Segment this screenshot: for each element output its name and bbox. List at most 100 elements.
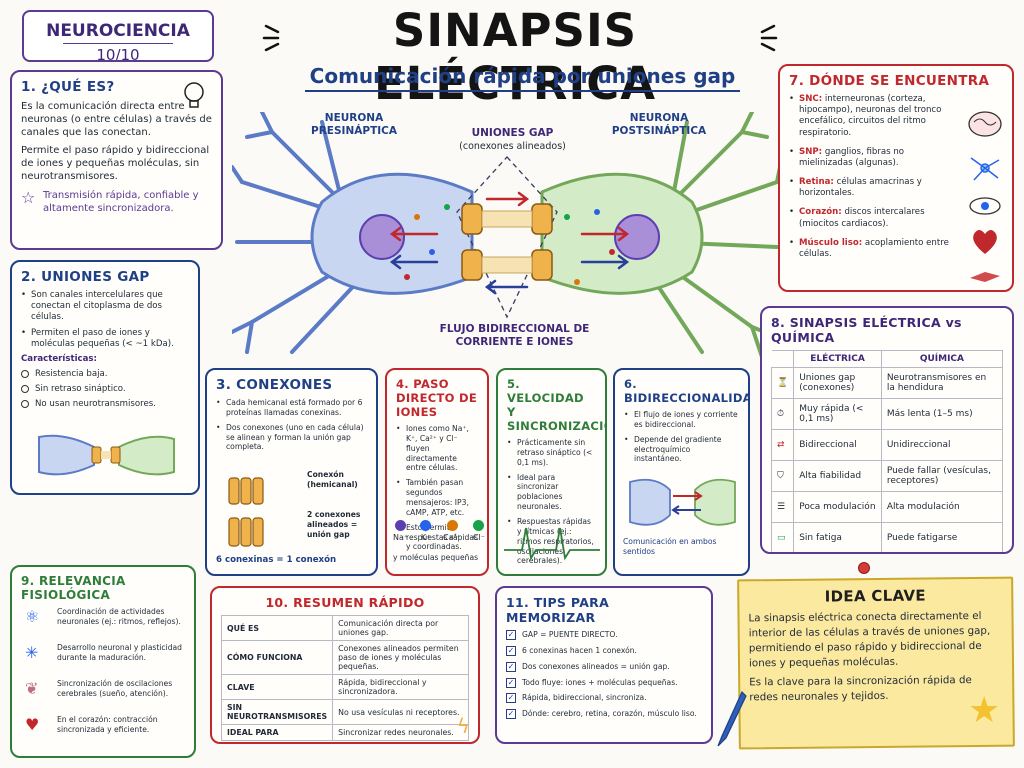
- location-key: SNC:: [799, 94, 823, 104]
- location-value: acoplamiento entre células.: [799, 237, 949, 259]
- hourglass-icon: ⏳: [770, 367, 795, 399]
- tip-item: ✓Dónde: cerebro, retina, corazón, múscul…: [506, 709, 702, 720]
- checkbox-icon: ✓: [506, 677, 516, 688]
- tip-item: ✓ Dos conexones alineados = unión gap.: [506, 661, 702, 672]
- table-row: ⏱Muy rápida (< 0,1 ms)Más lenta (1–5 ms): [770, 398, 1004, 430]
- brain-icon: [968, 111, 1002, 137]
- location-item: SNP: ganglios, fibras no mielinizadas (a…: [789, 147, 1003, 169]
- star-icon: ☆: [21, 188, 36, 208]
- key-idea-title: IDEA CLAVE: [824, 586, 926, 606]
- ion-footnote: y moléculas pequeñas: [393, 553, 479, 563]
- section-text: Ideal para sincronizar poblaciones neuro…: [507, 473, 596, 512]
- connexon-label: Conexón (hemicanal): [307, 470, 358, 489]
- feature-item: No usan neurotransmisores.: [21, 399, 189, 410]
- section-text: También pasan segundos mensajeros: IP3, …: [396, 478, 478, 517]
- tip-item: ✓6 conexinas hacen 1 conexón.: [506, 645, 702, 656]
- location-key: Corazón:: [799, 207, 842, 218]
- gap-junction-channels: [461, 203, 553, 281]
- section-text: Respuestas rápidas y rítmicas (ej.: ritm…: [507, 517, 596, 566]
- checkbox-icon: ✓: [506, 661, 516, 672]
- course-name: NEUROCIENCIA: [46, 21, 190, 41]
- checkbox-icon: ✓: [506, 693, 516, 704]
- location-key: Retina:: [799, 177, 834, 188]
- page-subtitle: Comunicación rápida por uniones gap: [305, 64, 740, 92]
- section-text: Es la comunicación directa entre neurona…: [21, 101, 212, 139]
- table-header: ELÉCTRICA QUÍMICA: [771, 350, 1004, 368]
- gap-junction-sublabel: (conexones alineados): [459, 141, 566, 152]
- summary-key: CÓMO FUNCIONA: [220, 640, 334, 675]
- key-idea-text: La sinapsis eléctrica conecta directamen…: [748, 609, 991, 670]
- key-idea-text: Es la clave para la sincronización rápid…: [749, 673, 972, 703]
- page-number: 10/10: [63, 43, 173, 60]
- chemical-cell: Más lenta (1–5 ms): [880, 398, 1004, 430]
- relevance-item: ♥En el corazón: contracción sincronizada…: [21, 715, 185, 745]
- neuron-icon: [970, 157, 1000, 181]
- ion-label: K⁺: [420, 533, 431, 542]
- section-text: Dos conexones (uno en cada célula) se al…: [216, 423, 367, 453]
- section-title: 5. VELOCIDAD Y SINCRONIZACIÓN: [507, 377, 605, 433]
- section-what-is: 1. ¿QUÉ ES? Es la comunicación directa e…: [10, 70, 223, 250]
- section-text: Son canales intercelulares que conectan …: [21, 290, 189, 324]
- aligned-connexons-label: 2 conexones alineados = unión gap: [307, 510, 361, 539]
- location-item: SNC: interneuronas (corteza, hipocampo),…: [789, 94, 1003, 139]
- location-item: Corazón: discos intercalares (miocitos c…: [789, 207, 1003, 229]
- page-title: SINAPSIS ELÉCTRICA: [373, 4, 657, 110]
- ion-label: Ca²⁺: [443, 533, 461, 542]
- electrical-cell: Muy rápida (< 0,1 ms): [793, 398, 882, 430]
- relevance-item: ⚛Coordinación de actividades neuronales …: [21, 607, 185, 637]
- summary-key: IDEAL PARA: [220, 724, 334, 741]
- lightning-icon: ϟ: [456, 714, 470, 738]
- neuron-icon: ✳: [25, 643, 39, 662]
- ion-k: K⁺: [420, 520, 432, 542]
- summary-value: No usa vesículas ni receptores.: [332, 699, 469, 725]
- location-value: discos intercalares (miocitos cardiacos)…: [799, 207, 925, 229]
- tip-text: Todo fluye: iones + moléculas pequeñas.: [522, 677, 678, 687]
- tip-item: ✓GAP = PUENTE DIRECTO.: [506, 630, 702, 640]
- electrical-cell: Bidireccional: [793, 429, 882, 461]
- location-key: Músculo liso:: [799, 237, 863, 248]
- section-connexons: 3. CONEXONES Cada hemicanal está formado…: [205, 368, 378, 576]
- connexon-formula: 6 conexinas = 1 conexón: [216, 554, 337, 565]
- header-chemical: QUÍMICA: [880, 350, 1004, 368]
- tip-text: Rápida, bidireccional, sincroniza.: [522, 693, 647, 703]
- heart-icon: [973, 230, 997, 254]
- summary-value: Rápida, bidireccional y sincronizadora.: [332, 674, 469, 700]
- section-ion-passage: 4. PASO DIRECTO DE IONES Iones como Na⁺,…: [385, 368, 489, 576]
- ion-dot-icon: [473, 520, 485, 531]
- section-text: Cada hemicanal está formado por 6 proteí…: [216, 398, 367, 418]
- battery-icon: ▭: [770, 522, 795, 552]
- chemical-cell: Puede fatigarse: [880, 522, 1004, 552]
- summary-key: QUÉ ES: [220, 615, 334, 641]
- bidirectional-illustration: [629, 478, 736, 526]
- section-text: Permiten el paso de iones y moléculas pe…: [21, 328, 189, 350]
- circle-icon: [21, 399, 29, 408]
- sliders-icon: ☰: [770, 491, 795, 523]
- pushpin-icon: [858, 562, 870, 574]
- spark-left-icon: [262, 24, 280, 52]
- brain-icon: ❦: [25, 679, 39, 698]
- tip-text: Dos conexones alineados = unión gap.: [522, 661, 670, 671]
- location-value: ganglios, fibras no mielinizadas (alguna…: [799, 146, 905, 168]
- summary-key: CLAVE: [220, 674, 334, 700]
- rhythm-wave-icon: [504, 527, 600, 561]
- section-bidirectional: 6. BIDIRECCIONALIDAD El flujo de iones y…: [613, 368, 750, 576]
- heart-icon: ♥: [25, 715, 40, 734]
- presynaptic-nucleus: [359, 214, 405, 260]
- tip-item: ✓ Rápida, bidireccional, sincroniza.: [506, 693, 702, 704]
- checkbox-icon: ✓: [506, 645, 516, 656]
- lightbulb-icon: [184, 82, 204, 108]
- section-text: El flujo de iones y corriente es bidirec…: [624, 410, 739, 430]
- summary-key: SIN NEUROTRANSMISORES: [220, 699, 334, 725]
- summary-value: Comunicación directa por uniones gap.: [332, 615, 469, 641]
- network-icon: ⚛: [25, 607, 40, 626]
- comparison-table: ELÉCTRICA QUÍMICA ⏳Uniones gap (conexone…: [770, 350, 1004, 552]
- section-title: 10. RESUMEN RÁPIDO: [265, 595, 425, 610]
